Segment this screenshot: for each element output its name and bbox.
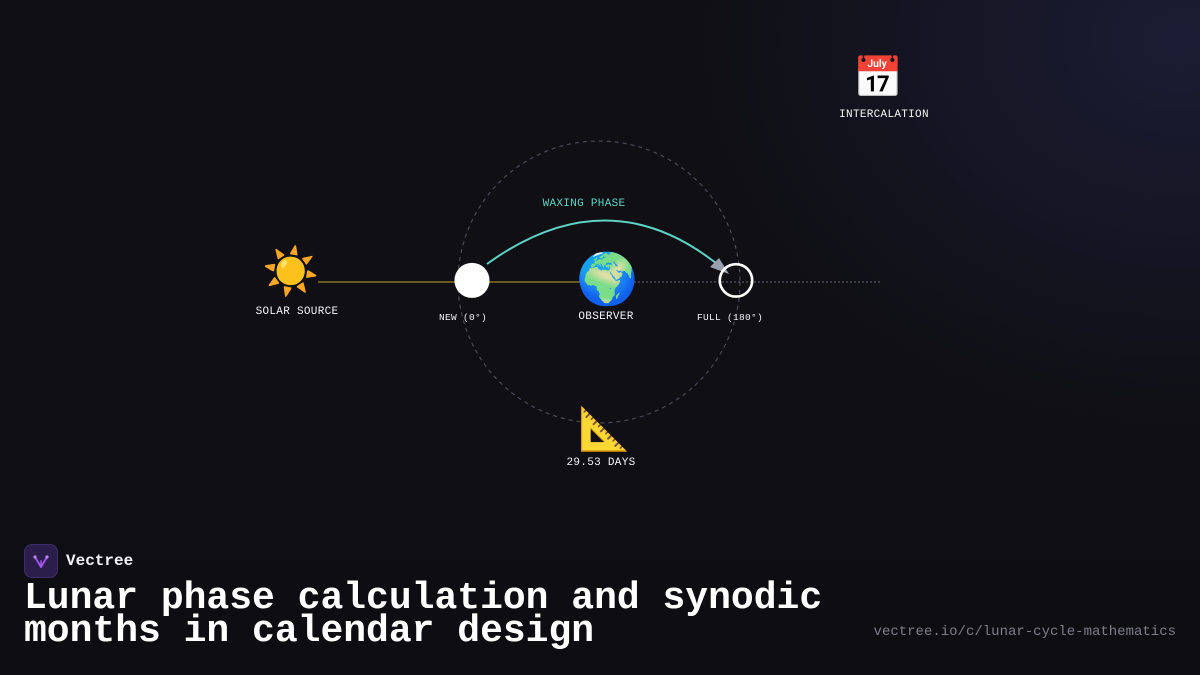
observer-label: OBSERVER — [578, 311, 634, 323]
sun-icon: ☀️ — [262, 244, 320, 298]
brand[interactable]: Vectree — [24, 544, 133, 578]
period-label: 29.53 DAYS — [566, 457, 636, 469]
full-moon-icon: 🌕 — [715, 259, 757, 305]
waxing-phase-label: WAXING PHASE — [542, 198, 626, 210]
source-url[interactable]: vectree.io/c/lunar-cycle-mathematics — [873, 624, 1176, 640]
vectree-logo-icon — [24, 544, 58, 578]
new-moon-icon: 🌑 — [451, 259, 493, 305]
full-moon-label: FULL (180°) — [696, 312, 764, 323]
solar-source-label: SOLAR SOURCE — [255, 306, 339, 318]
triangular-ruler-icon: 📐 — [578, 404, 631, 453]
waxing-arrowhead — [710, 258, 729, 274]
brand-name: Vectree — [66, 552, 134, 570]
waxing-arc — [486, 219, 723, 269]
headline: Lunar phase calculation and synodic mont… — [24, 577, 823, 653]
earth-icon: 🌍 — [576, 250, 639, 308]
calendar-icon: 📅 — [853, 55, 903, 101]
new-moon-label: NEW (0°) — [438, 312, 488, 323]
intercalation-label: INTERCALATION — [839, 109, 929, 121]
